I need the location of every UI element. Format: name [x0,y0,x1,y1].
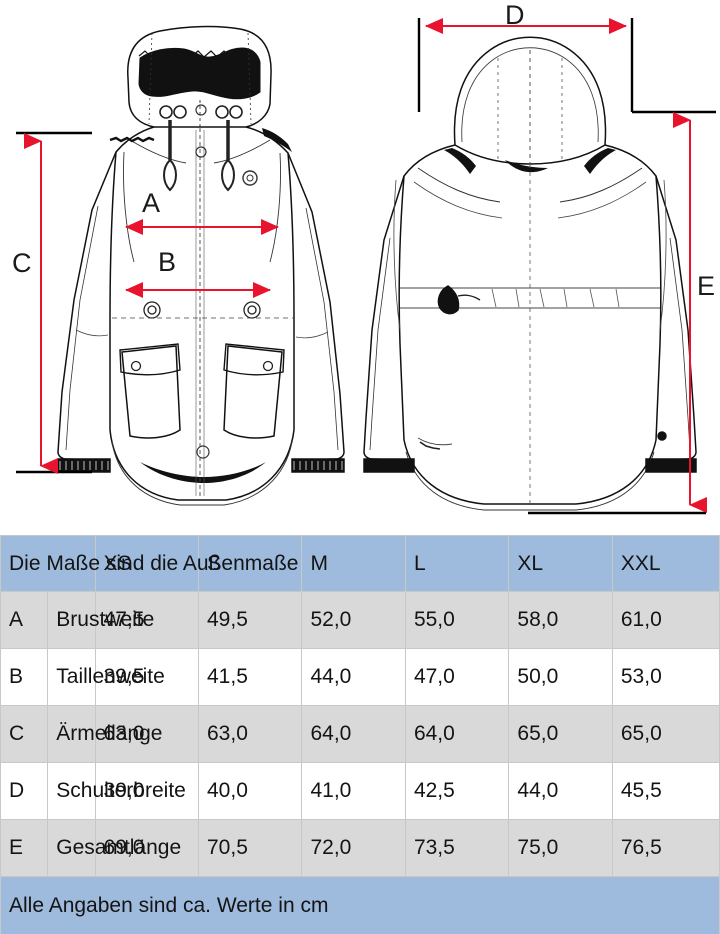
table-header-row: Die Maße sind die Außenmaße XS S M L XL … [0,535,720,592]
row-value-l: 47,0 [404,648,510,706]
measure-guide-D [417,18,716,114]
table-row: A Brustweite 47,5 49,5 52,0 55,0 58,0 61… [0,591,720,649]
measure-guide-C [16,131,92,474]
measure-guide-E [528,112,707,515]
row-value-xxl: 61,0 [611,591,720,649]
jacket-illustration: A B C D E [12,0,716,515]
row-letter: A [0,591,49,649]
measure-label-c: C [12,248,32,278]
row-letter: B [0,648,49,706]
table-footer-row: Alle Angaben sind ca. Werte in cm [0,876,720,934]
row-value-xl: 44,0 [508,762,613,820]
row-value-l: 64,0 [404,705,510,763]
row-value-xxl: 65,0 [611,705,720,763]
row-value-m: 41,0 [301,762,406,820]
header-size-s: S [197,535,303,592]
table-row: D Schulterbreite 39,0 40,0 41,0 42,5 44,… [0,762,720,820]
footer-note: Alle Angaben sind ca. Werte in cm [0,876,720,934]
row-value-m: 44,0 [301,648,406,706]
row-name: Ärmellänge [47,705,163,763]
row-value-xxl: 53,0 [611,648,720,706]
row-value-s: 63,0 [197,705,303,763]
jacket-back-drawing [363,36,697,511]
row-value-l: 55,0 [404,591,510,649]
header-caption: Die Maße sind die Außenmaße [0,535,298,592]
row-value-xxl: 76,5 [611,819,720,877]
row-value-m: 52,0 [301,591,406,649]
table-row: B Taillenweite 39,5 41,5 44,0 47,0 50,0 … [0,648,720,706]
row-name: Gesamtlänge [47,819,181,877]
row-name: Brustweite [47,591,154,649]
header-size-l: L [404,535,510,592]
row-value-xs: 47,5 [94,591,200,649]
row-value-xl: 65,0 [508,705,613,763]
row-value-xs: 39,5 [94,648,200,706]
row-letter: D [0,762,49,820]
measure-label-e: E [697,271,716,301]
row-value-xl: 50,0 [508,648,613,706]
row-name: Schulterbreite [47,762,186,820]
measure-label-a: A [142,188,161,218]
row-value-s: 49,5 [197,591,303,649]
row-value-s: 40,0 [197,762,303,820]
header-size-xs: XS [94,535,200,592]
row-value-s: 41,5 [197,648,303,706]
row-value-xs: 69,0 [94,819,200,877]
row-value-m: 64,0 [301,705,406,763]
row-value-m: 72,0 [301,819,406,877]
table-row: E Gesamtlänge 69,0 70,5 72,0 73,5 75,0 7… [0,819,720,877]
row-letter: C [0,705,49,763]
row-value-l: 73,5 [404,819,510,877]
header-size-xl: XL [508,535,613,592]
row-value-s: 70,5 [197,819,303,877]
size-table: Die Maße sind die Außenmaße XS S M L XL … [0,535,720,934]
header-size-m: M [301,535,406,592]
jacket-front-drawing [57,25,345,506]
row-name: Taillenweite [47,648,165,706]
row-letter: E [0,819,49,877]
measure-label-d: D [505,0,525,30]
row-value-xl: 75,0 [508,819,613,877]
row-value-l: 42,5 [404,762,510,820]
row-value-xl: 58,0 [508,591,613,649]
measure-label-b: B [158,247,177,277]
header-size-xxl: XXL [611,535,720,592]
table-row: C Ärmellänge 63,0 63,0 64,0 64,0 65,0 65… [0,705,720,763]
row-value-xxl: 45,5 [611,762,720,820]
